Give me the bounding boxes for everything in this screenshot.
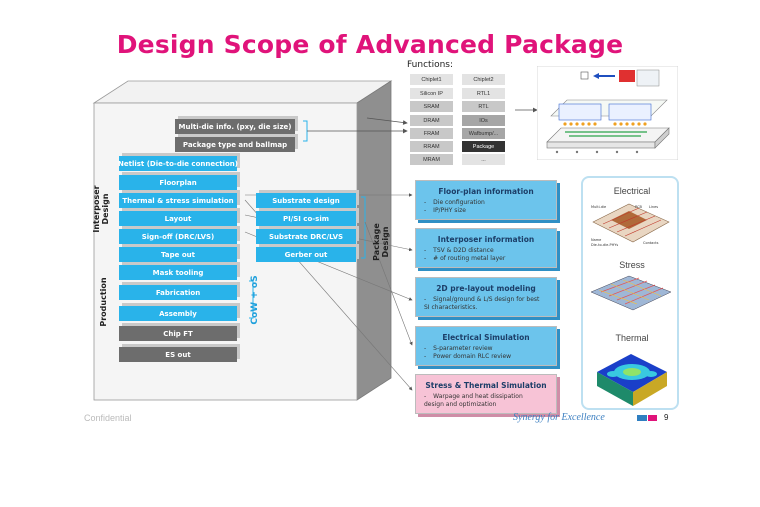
step-es-out: ES out — [119, 347, 237, 362]
func-cell: Silicon IP — [410, 88, 453, 99]
step-floorplan: Floorplan — [119, 175, 237, 190]
page-number: 9 — [664, 413, 669, 422]
slide-title: Design Scope of Advanced Package — [116, 30, 624, 59]
step-chip-ft: Chip FT — [119, 326, 237, 341]
info-card-electrical: Electrical Simulation S-parameter review… — [415, 326, 557, 366]
company-logo — [637, 415, 657, 421]
card-title: Floor-plan information — [438, 187, 534, 196]
info-card-interposer: Interposer information TSV & D2D distanc… — [415, 228, 557, 268]
card-title: Stress & Thermal Simulation — [425, 381, 547, 390]
card-bullet: Power domain RLC review — [424, 353, 556, 361]
func-cell: ... — [462, 154, 505, 165]
step-fabrication: Fabrication — [119, 285, 237, 300]
func-cell: FRAM — [410, 128, 453, 139]
elec-annot: Die-to-die-PHYs — [591, 243, 618, 247]
card-bullet: Signal/ground & L/S design for best SI c… — [424, 296, 542, 312]
step-substrate-design: Substrate design — [256, 193, 356, 208]
elec-annot: PCB — [635, 205, 643, 209]
func-cell: RRAM — [410, 141, 453, 152]
package-illustration — [537, 66, 678, 160]
production-label: Production — [99, 277, 108, 327]
elec-annot: Lines — [649, 205, 658, 209]
func-cell: Chiplet1 — [410, 74, 453, 85]
functions-title: Functions: — [407, 60, 454, 70]
card-bullet: S-parameter review — [424, 345, 556, 353]
card-bullet: Die configuration — [424, 199, 556, 207]
func-cell: RTL1 — [462, 88, 505, 99]
elec-annot: Contacts — [643, 241, 659, 245]
simulation-panel: Electrical Multi-die PCB Lines Name Die-… — [581, 176, 679, 410]
thermal-image — [597, 354, 667, 406]
step-netlist: Netlist (Die-to-die connection) — [118, 156, 238, 171]
stress-label: Stress — [619, 260, 645, 270]
step-assembly: Assembly — [119, 306, 237, 321]
card-title: 2D pre-layout modeling — [436, 284, 536, 293]
electrical-label: Electrical — [613, 186, 651, 196]
interposer-design-label: Interposer Design — [92, 185, 110, 233]
func-cell: MRAM — [410, 154, 453, 165]
func-cell: Chiplet2 — [462, 74, 505, 85]
step-tape-out: Tape out — [119, 247, 237, 262]
stress-image — [590, 275, 672, 311]
info-card-stress-thermal: Stress & Thermal Simulation Warpage and … — [415, 374, 557, 414]
info-card-prelayout: 2D pre-layout modeling Signal/ground & L… — [415, 277, 557, 317]
step-pi-si-cosim: PI/SI co-sim — [256, 211, 356, 226]
step-multi-die-info: Multi-die info. (pxy, die size) — [175, 119, 295, 134]
thermal-label: Thermal — [615, 333, 649, 343]
step-thermal-stress: Thermal & stress simulation — [119, 193, 237, 208]
info-card-floorplan: Floor-plan information Die configuration… — [415, 180, 557, 220]
func-cell: SRAM — [410, 101, 453, 112]
func-cell: RTL — [462, 101, 505, 112]
tagline: Synergy for Excellence — [513, 412, 605, 423]
step-layout: Layout — [119, 211, 237, 226]
card-bullet: # of routing metal layer — [424, 255, 556, 263]
card-title: Electrical Simulation — [442, 333, 530, 342]
cow-os-label: CoW + oS — [250, 275, 260, 325]
confidential-label: Confidential — [84, 413, 132, 423]
card-bullet: Warpage and heat dissipation design and … — [424, 393, 539, 409]
func-cell: DRAM — [410, 115, 453, 126]
func-cell: Package — [462, 141, 505, 152]
elec-annot: Multi-die — [591, 205, 606, 209]
electrical-image: Multi-die PCB Lines Name Die-to-die-PHYs… — [591, 203, 670, 247]
step-package-type: Package type and ballmap — [175, 137, 295, 152]
card-bullet: IP/PHY size — [424, 207, 556, 215]
func-cell: Wafbump/... — [462, 128, 505, 139]
card-bullet: TSV & D2D distance — [424, 247, 556, 255]
func-cell: IOs — [462, 115, 505, 126]
step-mask-tooling: Mask tooling — [119, 265, 237, 280]
step-signoff: Sign-off (DRC/LVS) — [119, 229, 237, 244]
card-title: Interposer information — [437, 235, 535, 244]
package-design-label: Package Design — [372, 223, 390, 261]
step-gerber-out: Gerber out — [256, 247, 356, 262]
elec-annot: Name — [591, 238, 601, 242]
step-substrate-drc: Substrate DRC/LVS — [256, 229, 356, 244]
